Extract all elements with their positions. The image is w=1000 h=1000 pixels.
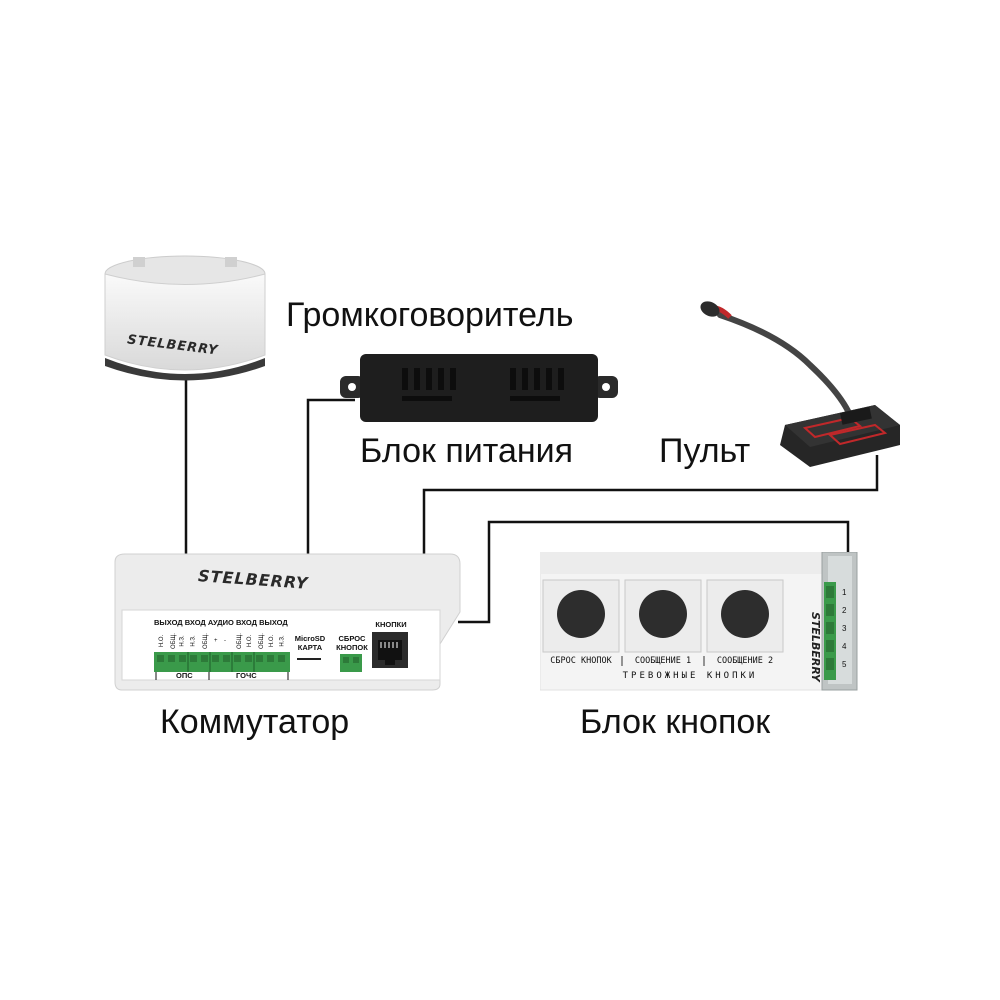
- button-dividers: [621, 656, 705, 666]
- console-image: [700, 301, 900, 467]
- button-reset[interactable]: [543, 580, 619, 652]
- button-message-1[interactable]: [625, 580, 701, 652]
- power-supply-device: [340, 352, 618, 424]
- pin-label: +: [214, 638, 218, 644]
- pin-label: Н.З.: [190, 635, 197, 647]
- speaker-image: [104, 255, 266, 381]
- switch-device: STELBERRY ВЫХОД ВХОД АУДИО ВХОД ВЫХОД Н.…: [110, 552, 462, 692]
- reset-label-2: КНОПОК: [336, 643, 368, 652]
- buttons-port-label: КНОПКИ: [375, 620, 407, 629]
- alarm-buttons-caption: ТРЕВОЖНЫЕ КНОПКИ: [622, 671, 758, 681]
- microsd-label-1: MicroSD: [294, 634, 326, 643]
- buttons-panel-brand-logo: STELBERRY: [809, 612, 822, 682]
- button-label-reset: СБРОС КНОПОК: [550, 656, 612, 666]
- button-message-2[interactable]: [707, 580, 783, 652]
- pin-label: ОБЩ.: [202, 633, 209, 649]
- rj45-port: [372, 632, 408, 668]
- gooseneck: [717, 312, 853, 418]
- pin-label: ОБЩ.: [258, 633, 265, 649]
- reset-label-1: СБРОС: [338, 634, 366, 643]
- label-gochs: ГОЧС: [236, 671, 257, 680]
- group-header: ВХОД: [184, 618, 206, 627]
- panel-terminal-block: [824, 582, 836, 680]
- terminal-number: 1: [842, 588, 847, 597]
- alarm-buttons: [542, 579, 784, 653]
- microsd-slot: [297, 658, 321, 660]
- wire-power-switch: [306, 398, 355, 556]
- pin-label: -: [224, 638, 226, 644]
- group-header: ВХОД: [235, 618, 257, 627]
- speaker-device: STELBERRY: [95, 250, 275, 385]
- speaker-label: Громкоговоритель: [286, 296, 574, 334]
- button-label-message-2: СООБЩЕНИЕ 2: [716, 656, 774, 666]
- microsd-label-2: КАРТА: [297, 643, 323, 652]
- console-label: Пульт: [659, 432, 751, 470]
- group-header: АУДИО: [207, 618, 234, 627]
- microphone-console-device: [690, 295, 905, 470]
- pin-label: Н.О.: [269, 634, 276, 648]
- pin-label: Н.О.: [247, 634, 254, 648]
- reset-terminal: [340, 654, 362, 672]
- pin-label: ОБЩ.: [236, 633, 243, 649]
- group-brackets: [155, 672, 289, 680]
- pin-label: Н.О.: [159, 634, 166, 648]
- terminal-number: 4: [842, 642, 847, 651]
- power-supply-label: Блок питания: [360, 432, 574, 470]
- pin-labels: Н.О. ОБЩ. Н.З. Н.З. ОБЩ. + - ОБЩ. Н.О. О…: [156, 630, 292, 652]
- terminal-number: 3: [842, 624, 847, 633]
- label-ops: ОПС: [176, 671, 193, 680]
- terminal-number: 2: [842, 606, 847, 615]
- switch-group-headers: ВЫХОД ВХОД АУДИО ВХОД ВЫХОД: [154, 618, 288, 627]
- switch-label: Коммутатор: [160, 703, 350, 741]
- buttons-panel-device: STELBERRY 1 2 3 4 5 СБРОС КНОПОК СООБЩЕН…: [539, 551, 860, 692]
- pin-label: Н.З.: [279, 635, 286, 647]
- wire-buttons-switch: [458, 520, 850, 624]
- group-header: ВЫХОД: [259, 618, 288, 627]
- pin-label: Н.З.: [179, 635, 186, 647]
- buttons-block-label: Блок кнопок: [580, 703, 771, 741]
- pin-label: ОБЩ.: [170, 633, 177, 649]
- power-supply-image: [340, 354, 618, 422]
- wire-console-switch: [422, 455, 879, 556]
- button-label-message-1: СООБЩЕНИЕ 1: [634, 656, 692, 666]
- terminal-block-main: [154, 652, 290, 672]
- terminal-number: 5: [842, 660, 847, 669]
- group-header: ВЫХОД: [154, 618, 183, 627]
